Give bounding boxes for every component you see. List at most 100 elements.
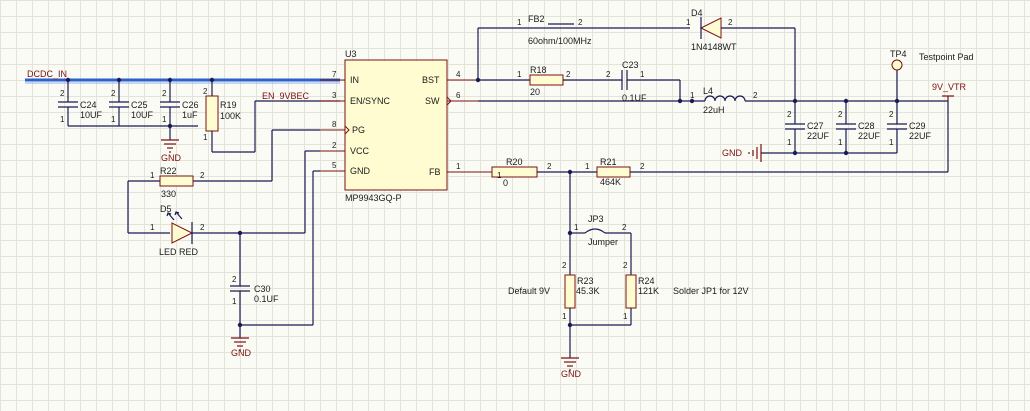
svg-text:PG: PG [352, 125, 365, 135]
svg-text:VCC: VCC [350, 146, 370, 156]
svg-text:2: 2 [640, 162, 645, 171]
svg-text:1: 1 [203, 133, 208, 142]
svg-text:7: 7 [332, 70, 337, 79]
c27-ref: C27 [807, 121, 824, 131]
net-port-9v-vtr [942, 95, 954, 101]
d4-value: 1N4148WT [691, 42, 737, 52]
svg-text:2: 2 [623, 261, 628, 270]
svg-text:2: 2 [889, 110, 894, 119]
u3-pin-sw: 6 SW [425, 91, 478, 106]
tp4-value: Testpoint Pad [919, 52, 974, 62]
u3-pin-fb: 1 FB [429, 162, 492, 177]
u3-pin-pg: 8 PG [320, 120, 365, 135]
svg-text:1: 1 [787, 138, 792, 147]
svg-text:2: 2 [728, 18, 733, 27]
svg-text:1: 1 [150, 223, 155, 232]
r20-ref: R20 [506, 157, 523, 167]
c29-value: 22UF [909, 131, 932, 141]
r24-resistor: 21 [570, 261, 637, 326]
note-solder-jp1: Solder JP1 for 12V [673, 286, 749, 296]
svg-text:2: 2 [566, 70, 571, 79]
net-label-9v-vtr: 9V_VTR [932, 82, 967, 92]
svg-text:2: 2 [622, 223, 627, 232]
svg-text:IN: IN [350, 75, 359, 85]
svg-text:1: 1 [640, 70, 645, 79]
svg-text:6: 6 [456, 91, 461, 100]
u3-designator: U3 [345, 49, 357, 59]
u3-pin-in: 7 IN [320, 70, 359, 85]
svg-text:5: 5 [332, 161, 337, 170]
svg-text:1: 1 [517, 18, 522, 27]
c28-ref: C28 [858, 121, 875, 131]
svg-text:2: 2 [60, 89, 65, 98]
fb2-value: 60ohm/100MHz [528, 36, 592, 46]
r22-ref: R22 [160, 166, 177, 176]
r19-ref: R19 [220, 100, 237, 110]
c26-value: 1uF [182, 110, 198, 120]
svg-text:2: 2 [838, 110, 843, 119]
svg-text:FB: FB [429, 167, 441, 177]
gnd-label-input: GND [161, 153, 182, 163]
r23-ref: R23 [577, 276, 594, 286]
r24-value: 121K [638, 286, 659, 296]
svg-text:1: 1 [889, 138, 894, 147]
svg-text:2: 2 [200, 171, 205, 180]
svg-text:2: 2 [547, 162, 552, 171]
l4-ref: L4 [703, 86, 713, 96]
tp4-ref: TP4 [890, 49, 907, 59]
gnd-symbol-divider [561, 357, 579, 371]
svg-text:2: 2 [203, 87, 208, 96]
svg-text:1: 1 [111, 115, 116, 124]
u3-part-number: MP9943GQ-P [345, 193, 402, 203]
d5-ref: D5 [160, 204, 172, 214]
c30-value: 0.1UF [254, 294, 279, 304]
svg-text:1: 1 [456, 162, 461, 171]
svg-text:1: 1 [517, 70, 522, 79]
c28-value: 22UF [858, 131, 881, 141]
gnd-symbol-c30 [231, 337, 249, 351]
gnd-symbol-output [748, 144, 762, 162]
c24-capacitor: 21 [58, 80, 78, 126]
svg-text:2: 2 [232, 275, 237, 284]
svg-text:2: 2 [111, 89, 116, 98]
tp4-testpoint [891, 59, 903, 71]
l4-value: 22uH [703, 105, 725, 115]
svg-text:1: 1 [686, 18, 691, 27]
svg-text:1: 1 [574, 223, 579, 232]
d5-value: LED RED [159, 247, 199, 257]
svg-text:2: 2 [162, 89, 167, 98]
r22-value: 330 [161, 189, 176, 199]
svg-text:2: 2 [606, 70, 611, 79]
c25-ref: C25 [131, 100, 148, 110]
svg-text:8: 8 [332, 120, 337, 129]
c28-capacitor: 21 [836, 101, 856, 153]
r18-ref: R18 [530, 65, 547, 75]
svg-text:2: 2 [753, 91, 758, 100]
svg-text:1: 1 [162, 115, 167, 124]
svg-text:4: 4 [456, 70, 461, 79]
r21-value: 464K [600, 177, 621, 187]
r23-resistor: 21 [562, 261, 576, 358]
r20-resistor: 12 [491, 162, 570, 180]
svg-text:GND: GND [350, 166, 371, 176]
c30-capacitor: 21 [230, 233, 250, 338]
r23-value: 45.3K [576, 286, 600, 296]
svg-text:1: 1 [838, 138, 843, 147]
svg-text:3: 3 [332, 91, 337, 100]
jp3-ref: JP3 [588, 214, 604, 224]
d4-ref: D4 [691, 8, 703, 18]
svg-text:2: 2 [200, 223, 205, 232]
svg-text:1: 1 [585, 162, 590, 171]
net-label-dcdc-in: DCDC_IN [27, 69, 67, 79]
c23-ref: C23 [622, 60, 639, 70]
c26-capacitor: 21 [160, 80, 180, 140]
gnd-label-c30: GND [231, 348, 252, 358]
svg-text:1: 1 [690, 91, 695, 100]
c29-ref: C29 [909, 121, 926, 131]
